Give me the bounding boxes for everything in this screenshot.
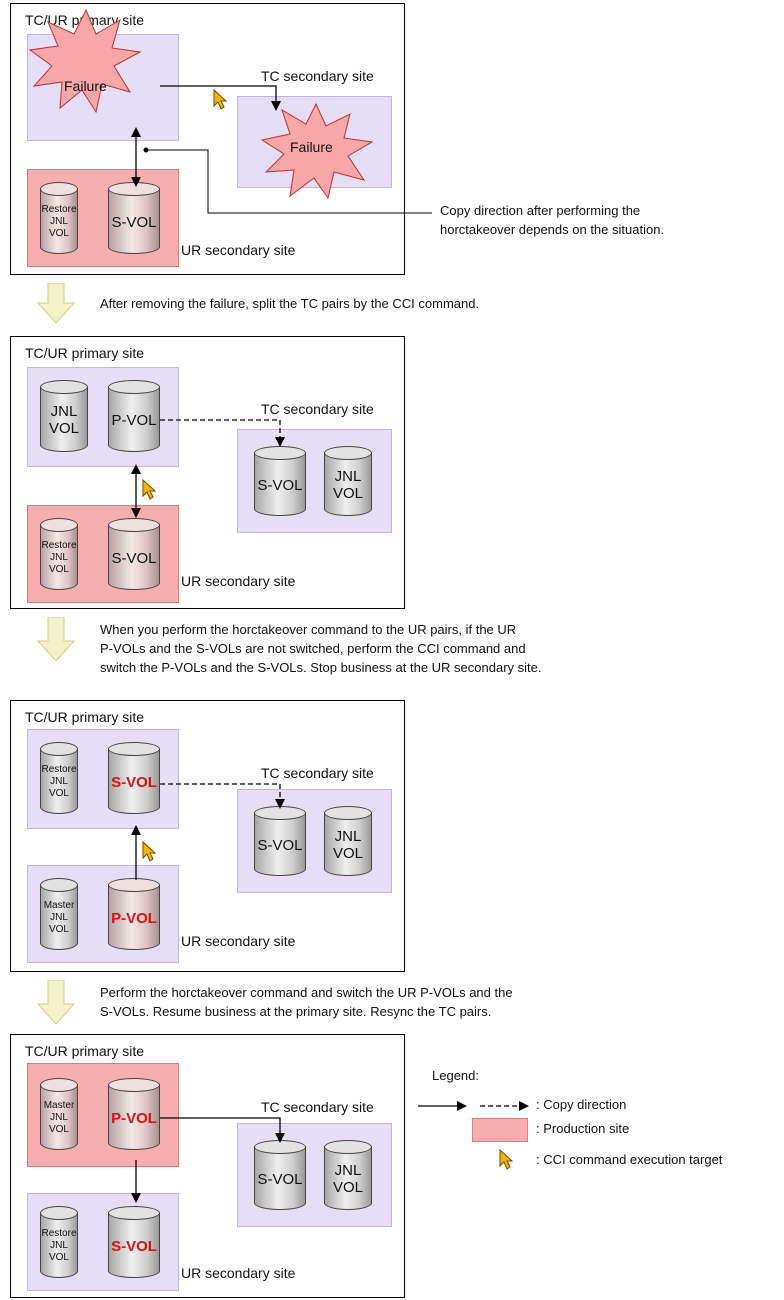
legend-production-swatch <box>472 1118 528 1142</box>
volume-cylinder: P-VOL <box>108 380 160 452</box>
volume-cylinder: Restore JNL VOL <box>40 742 78 814</box>
primary-site-box: Restore JNL VOL S-VOL <box>27 729 179 829</box>
tc-secondary-site-box: S-VOL JNL VOL <box>237 789 392 893</box>
legend-cci-target: : CCI command execution target <box>536 1152 723 1167</box>
volume-cylinder: Restore JNL VOL <box>40 1206 78 1278</box>
ur-secondary-site-label: UR secondary site <box>181 1265 296 1281</box>
jnl-vol-label: JNL VOL <box>332 828 363 862</box>
copy-arrow <box>160 1117 285 1143</box>
failure-starburst <box>260 102 374 200</box>
restore-jnl-vol-label: Restore JNL VOL <box>41 204 77 239</box>
primary-site-box: JNL VOL P-VOL <box>27 367 179 467</box>
volume-cylinder: Restore JNL VOL <box>40 182 78 254</box>
tc-secondary-site-box: S-VOL JNL VOL <box>237 429 392 533</box>
svol-label: S-VOL <box>257 476 303 494</box>
volume-cylinder: Master JNL VOL <box>40 1078 78 1150</box>
step1-note: After removing the failure, split the TC… <box>100 296 480 311</box>
ur-secondary-site-label: UR secondary site <box>181 242 296 258</box>
legend-production-site: : Production site <box>536 1121 630 1136</box>
volume-cylinder: Restore JNL VOL <box>40 518 78 590</box>
failure-label-primary: Failure <box>64 78 107 94</box>
panel-4: TC/UR primary site Master JNL VOL P-VOL … <box>10 1034 405 1298</box>
copy-direction-note: Copy direction after performing the horc… <box>440 203 665 237</box>
panel-3: TC/UR primary site Restore JNL VOL S-VOL… <box>10 700 405 972</box>
restore-jnl-vol-label: Restore JNL VOL <box>41 1228 77 1263</box>
panel-2: TC/UR primary site JNL VOL P-VOL S-VOL J… <box>10 336 405 609</box>
ur-secondary-site-box: Restore JNL VOL S-VOL <box>27 505 179 603</box>
cci-cursor-icon <box>142 478 157 500</box>
down-arrow <box>36 617 76 662</box>
volume-cylinder: S-VOL <box>108 182 160 254</box>
cci-cursor-icon <box>142 840 157 862</box>
primary-site-label: TC/UR primary site <box>25 1043 145 1059</box>
tc-secondary-site-label: TC secondary site <box>261 68 374 84</box>
down-arrow <box>36 980 76 1025</box>
ur-secondary-site-label: UR secondary site <box>181 573 296 589</box>
ur-secondary-site-box: Restore JNL VOL S-VOL <box>27 169 179 267</box>
jnl-vol-label: JNL VOL <box>332 1162 363 1196</box>
volume-cylinder: JNL VOL <box>324 1140 372 1210</box>
step3-note: Perform the horctakeover command and swi… <box>100 985 513 1019</box>
svol-label: S-VOL <box>257 1170 303 1188</box>
legend-copy-direction: : Copy direction <box>536 1097 627 1112</box>
volume-cylinder: S-VOL <box>254 446 306 516</box>
primary-site-label: TC/UR primary site <box>25 709 145 725</box>
volume-cylinder: Master JNL VOL <box>40 878 78 950</box>
failure-starburst <box>28 8 142 114</box>
ur-secondary-site-box: Restore JNL VOL S-VOL <box>27 1193 179 1291</box>
svol-label: S-VOL <box>111 213 157 231</box>
ur-secondary-site-label: UR secondary site <box>181 933 296 949</box>
volume-cylinder: S-VOL <box>108 742 160 814</box>
volume-cylinder: P-VOL <box>108 878 160 950</box>
volume-cylinder: JNL VOL <box>40 380 88 452</box>
master-jnl-vol-label: Master JNL VOL <box>43 900 75 935</box>
failure-label-tc: Failure <box>290 139 333 155</box>
legend-title: Legend: <box>432 1068 479 1083</box>
copy-arrow-dashed <box>160 783 285 809</box>
pvol-label: P-VOL <box>111 411 157 429</box>
volume-cylinder: JNL VOL <box>324 806 372 876</box>
cci-cursor-icon <box>213 88 228 110</box>
svol-label: S-VOL <box>111 773 157 791</box>
volume-cylinder: S-VOL <box>108 1206 160 1278</box>
ur-secondary-site-box: Master JNL VOL P-VOL <box>27 865 179 963</box>
restore-jnl-vol-label: Restore JNL VOL <box>41 540 77 575</box>
volume-cylinder: S-VOL <box>108 518 160 590</box>
tc-secondary-site-box: S-VOL JNL VOL <box>237 1123 392 1227</box>
copy-arrow-dashed <box>160 419 285 447</box>
step2-note: When you perform the horctakeover comman… <box>100 622 542 675</box>
pvol-label: P-VOL <box>111 909 157 927</box>
down-arrow <box>36 283 76 324</box>
master-jnl-vol-label: Master JNL VOL <box>43 1100 75 1135</box>
svol-label: S-VOL <box>111 549 157 567</box>
volume-cylinder: P-VOL <box>108 1078 160 1150</box>
jnl-vol-label: JNL VOL <box>48 403 79 437</box>
tc-secondary-site-label: TC secondary site <box>261 401 374 417</box>
connector-line <box>146 149 432 214</box>
volume-cylinder: JNL VOL <box>324 446 372 516</box>
primary-site-label: TC/UR primary site <box>25 345 145 361</box>
svol-label: S-VOL <box>257 836 303 854</box>
jnl-vol-label: JNL VOL <box>332 468 363 502</box>
primary-site-box: Master JNL VOL P-VOL <box>27 1063 179 1167</box>
restore-jnl-vol-label: Restore JNL VOL <box>41 764 77 799</box>
volume-cylinder: S-VOL <box>254 1140 306 1210</box>
tc-secondary-site-label: TC secondary site <box>261 765 374 781</box>
tc-secondary-site-label: TC secondary site <box>261 1099 374 1115</box>
cci-cursor-icon <box>499 1148 514 1170</box>
copy-arrow <box>160 85 281 111</box>
pvol-label: P-VOL <box>111 1109 157 1127</box>
svol-label: S-VOL <box>111 1237 157 1255</box>
